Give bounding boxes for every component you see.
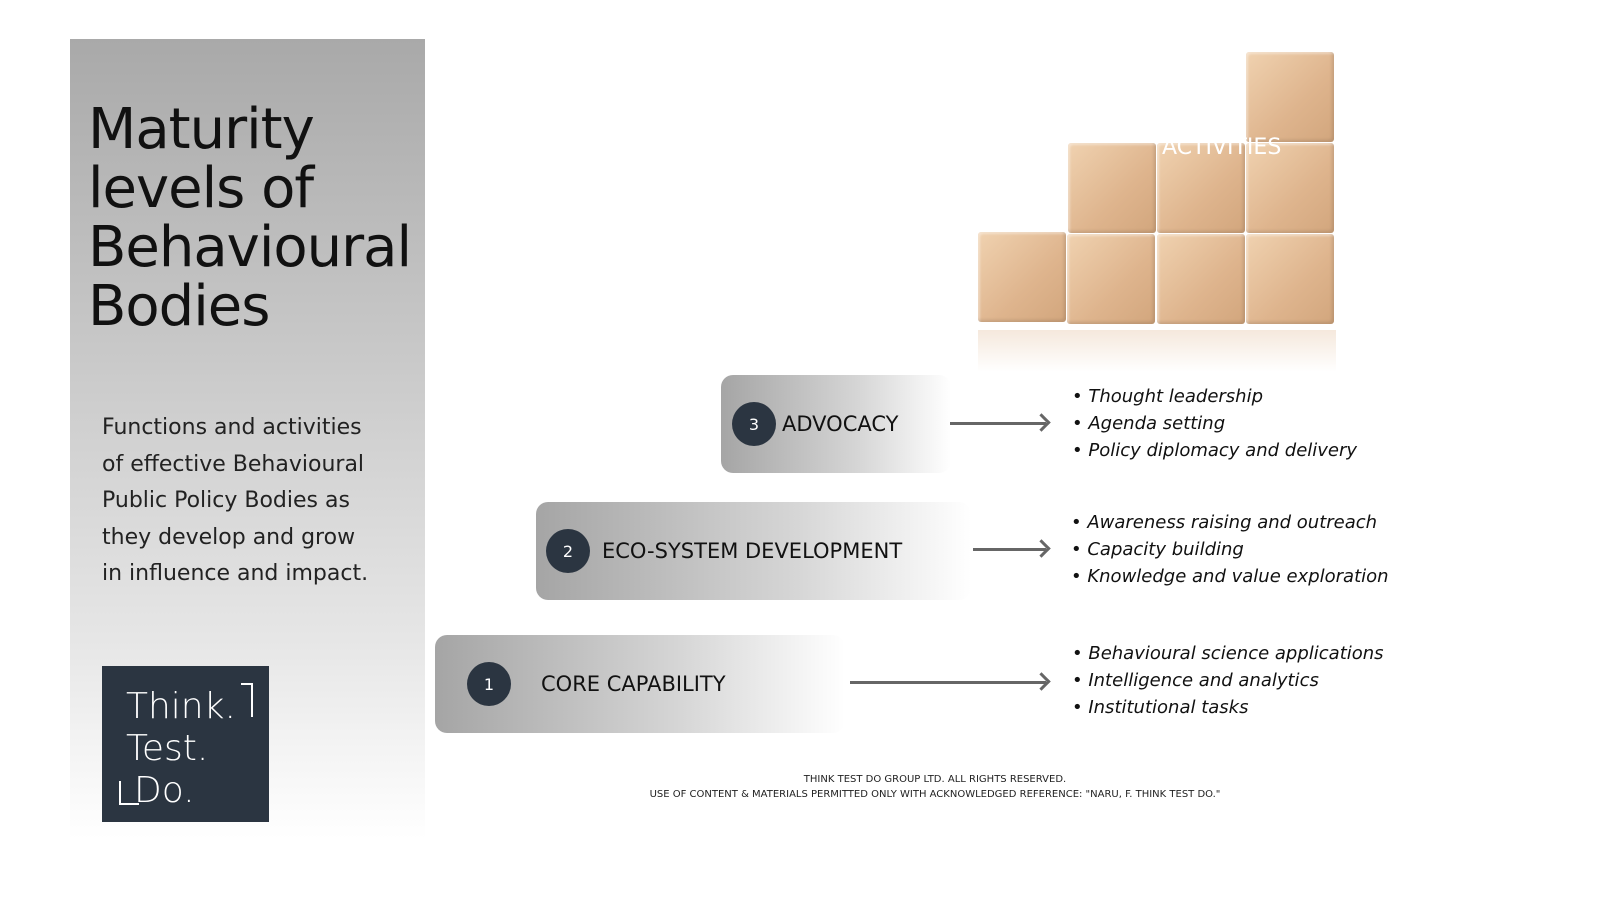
arrow-right-icon [973, 548, 1046, 551]
level-3-pill: 3 ADVOCACY [721, 375, 951, 473]
list-item: Thought leadership [1072, 383, 1357, 410]
level-1-activities: Behavioural science applications Intelli… [1072, 640, 1384, 721]
list-item: Behavioural science applications [1072, 640, 1383, 667]
list-item: Awareness raising and outreach [1071, 509, 1389, 536]
desc-line: Functions and activities [102, 415, 362, 440]
level-2-activities: Awareness raising and outreach Capacity … [1071, 509, 1389, 590]
level-label: ECO-SYSTEM DEVELOPMENT [602, 539, 903, 563]
logo-line: Test. [126, 728, 209, 769]
level-number: 1 [467, 662, 511, 706]
level-1-pill: 1 CORE CAPABILITY [435, 635, 845, 733]
title-line: Bodies [88, 274, 270, 339]
copyright-text: THINK TEST DO GROUP LTD. ALL RIGHTS RESE… [803, 774, 1067, 785]
desc-line: of effective Behavioural [102, 451, 365, 477]
list-item: Policy diplomacy and delivery [1072, 437, 1357, 464]
level-3-activities: Thought leadership Agenda setting Policy… [1072, 383, 1357, 464]
desc-line: in influence and impact. [102, 561, 369, 586]
logo-text: Think. Test. Do. [126, 686, 236, 812]
corner-bracket-icon [119, 781, 139, 805]
description: Functions and activities of effective Be… [102, 410, 368, 593]
list-item: Agenda setting [1072, 410, 1357, 437]
arrow-right-icon [850, 681, 1046, 684]
level-label: ADVOCACY [782, 412, 899, 436]
think-test-do-logo: Think. Test. Do. [102, 666, 269, 822]
title-line: levels of [88, 156, 314, 221]
list-item: Intelligence and analytics [1072, 667, 1384, 694]
arrow-right-icon [950, 422, 1046, 425]
corner-bracket-icon [241, 683, 253, 717]
title-line: Maturity [88, 97, 315, 162]
level-number: 3 [732, 402, 776, 446]
usage-notice: USE OF CONTENT & MATERIALS PERMITTED ONL… [649, 789, 1221, 800]
level-2-pill: 2 ECO-SYSTEM DEVELOPMENT [536, 502, 971, 600]
list-item: Institutional tasks [1072, 694, 1384, 721]
image-label: ACTIVITIES [1162, 135, 1282, 160]
footer: THINK TEST DO GROUP LTD. ALL RIGHTS RESE… [620, 772, 1250, 802]
list-item: Knowledge and value exploration [1071, 563, 1388, 590]
logo-line: Think. [126, 686, 236, 727]
desc-line: Public Policy Bodies as [102, 488, 350, 513]
desc-line: they develop and grow [102, 524, 356, 550]
logo-line: Do. [134, 770, 195, 811]
level-number: 2 [546, 529, 590, 573]
page-title: Maturity levels of Behavioural Bodies [88, 97, 412, 339]
title-line: Behavioural [88, 215, 412, 280]
level-label: CORE CAPABILITY [541, 672, 726, 696]
list-item: Capacity building [1071, 536, 1389, 563]
